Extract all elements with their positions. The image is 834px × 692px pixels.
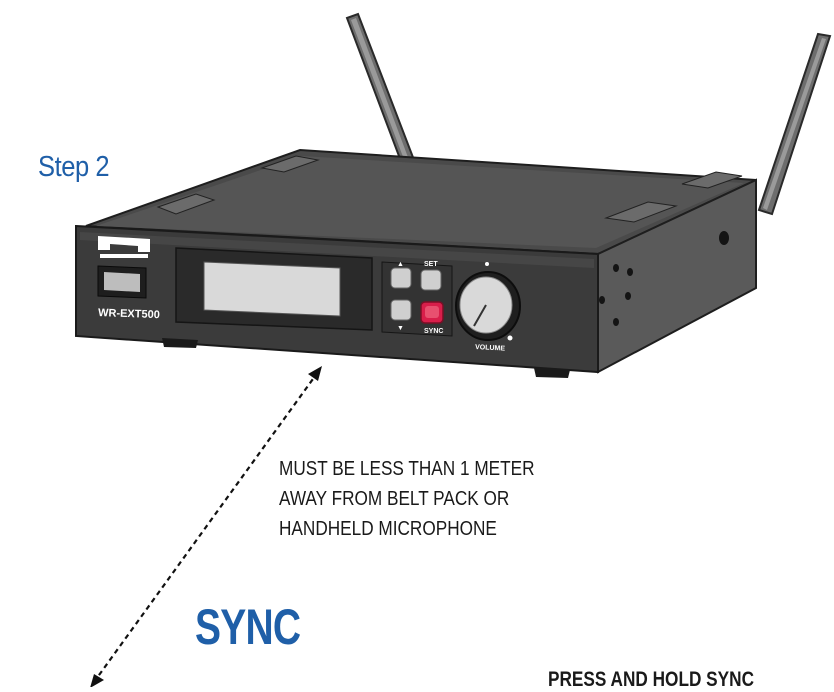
step-label: Step 2	[38, 151, 110, 183]
set-button[interactable]	[420, 269, 442, 291]
distance-note: MUST BE LESS THAN 1 METER AWAY FROM BELT…	[279, 458, 535, 540]
model-label: WR-EXT500	[98, 307, 160, 321]
press-and-hold-note: PRESS AND HOLD SYNC	[548, 668, 755, 691]
sync-title: SYNC	[195, 599, 301, 655]
lcd-display	[175, 247, 373, 331]
set-button-label: SET	[424, 261, 438, 268]
up-button[interactable]	[390, 267, 412, 289]
down-button-label: ▼	[397, 325, 404, 332]
right-antenna	[757, 32, 832, 216]
sync-button[interactable]	[420, 301, 444, 324]
power-button[interactable]	[97, 265, 147, 299]
brand-logo	[98, 236, 150, 258]
left-antenna	[345, 12, 416, 166]
up-button-label: ▲	[397, 261, 404, 268]
down-button[interactable]	[390, 299, 412, 321]
volume-knob[interactable]	[455, 271, 521, 341]
volume-knob-label: VOLUME	[475, 344, 506, 353]
sync-button-label: SYNC	[424, 328, 443, 335]
distance-arrow	[90, 366, 322, 687]
